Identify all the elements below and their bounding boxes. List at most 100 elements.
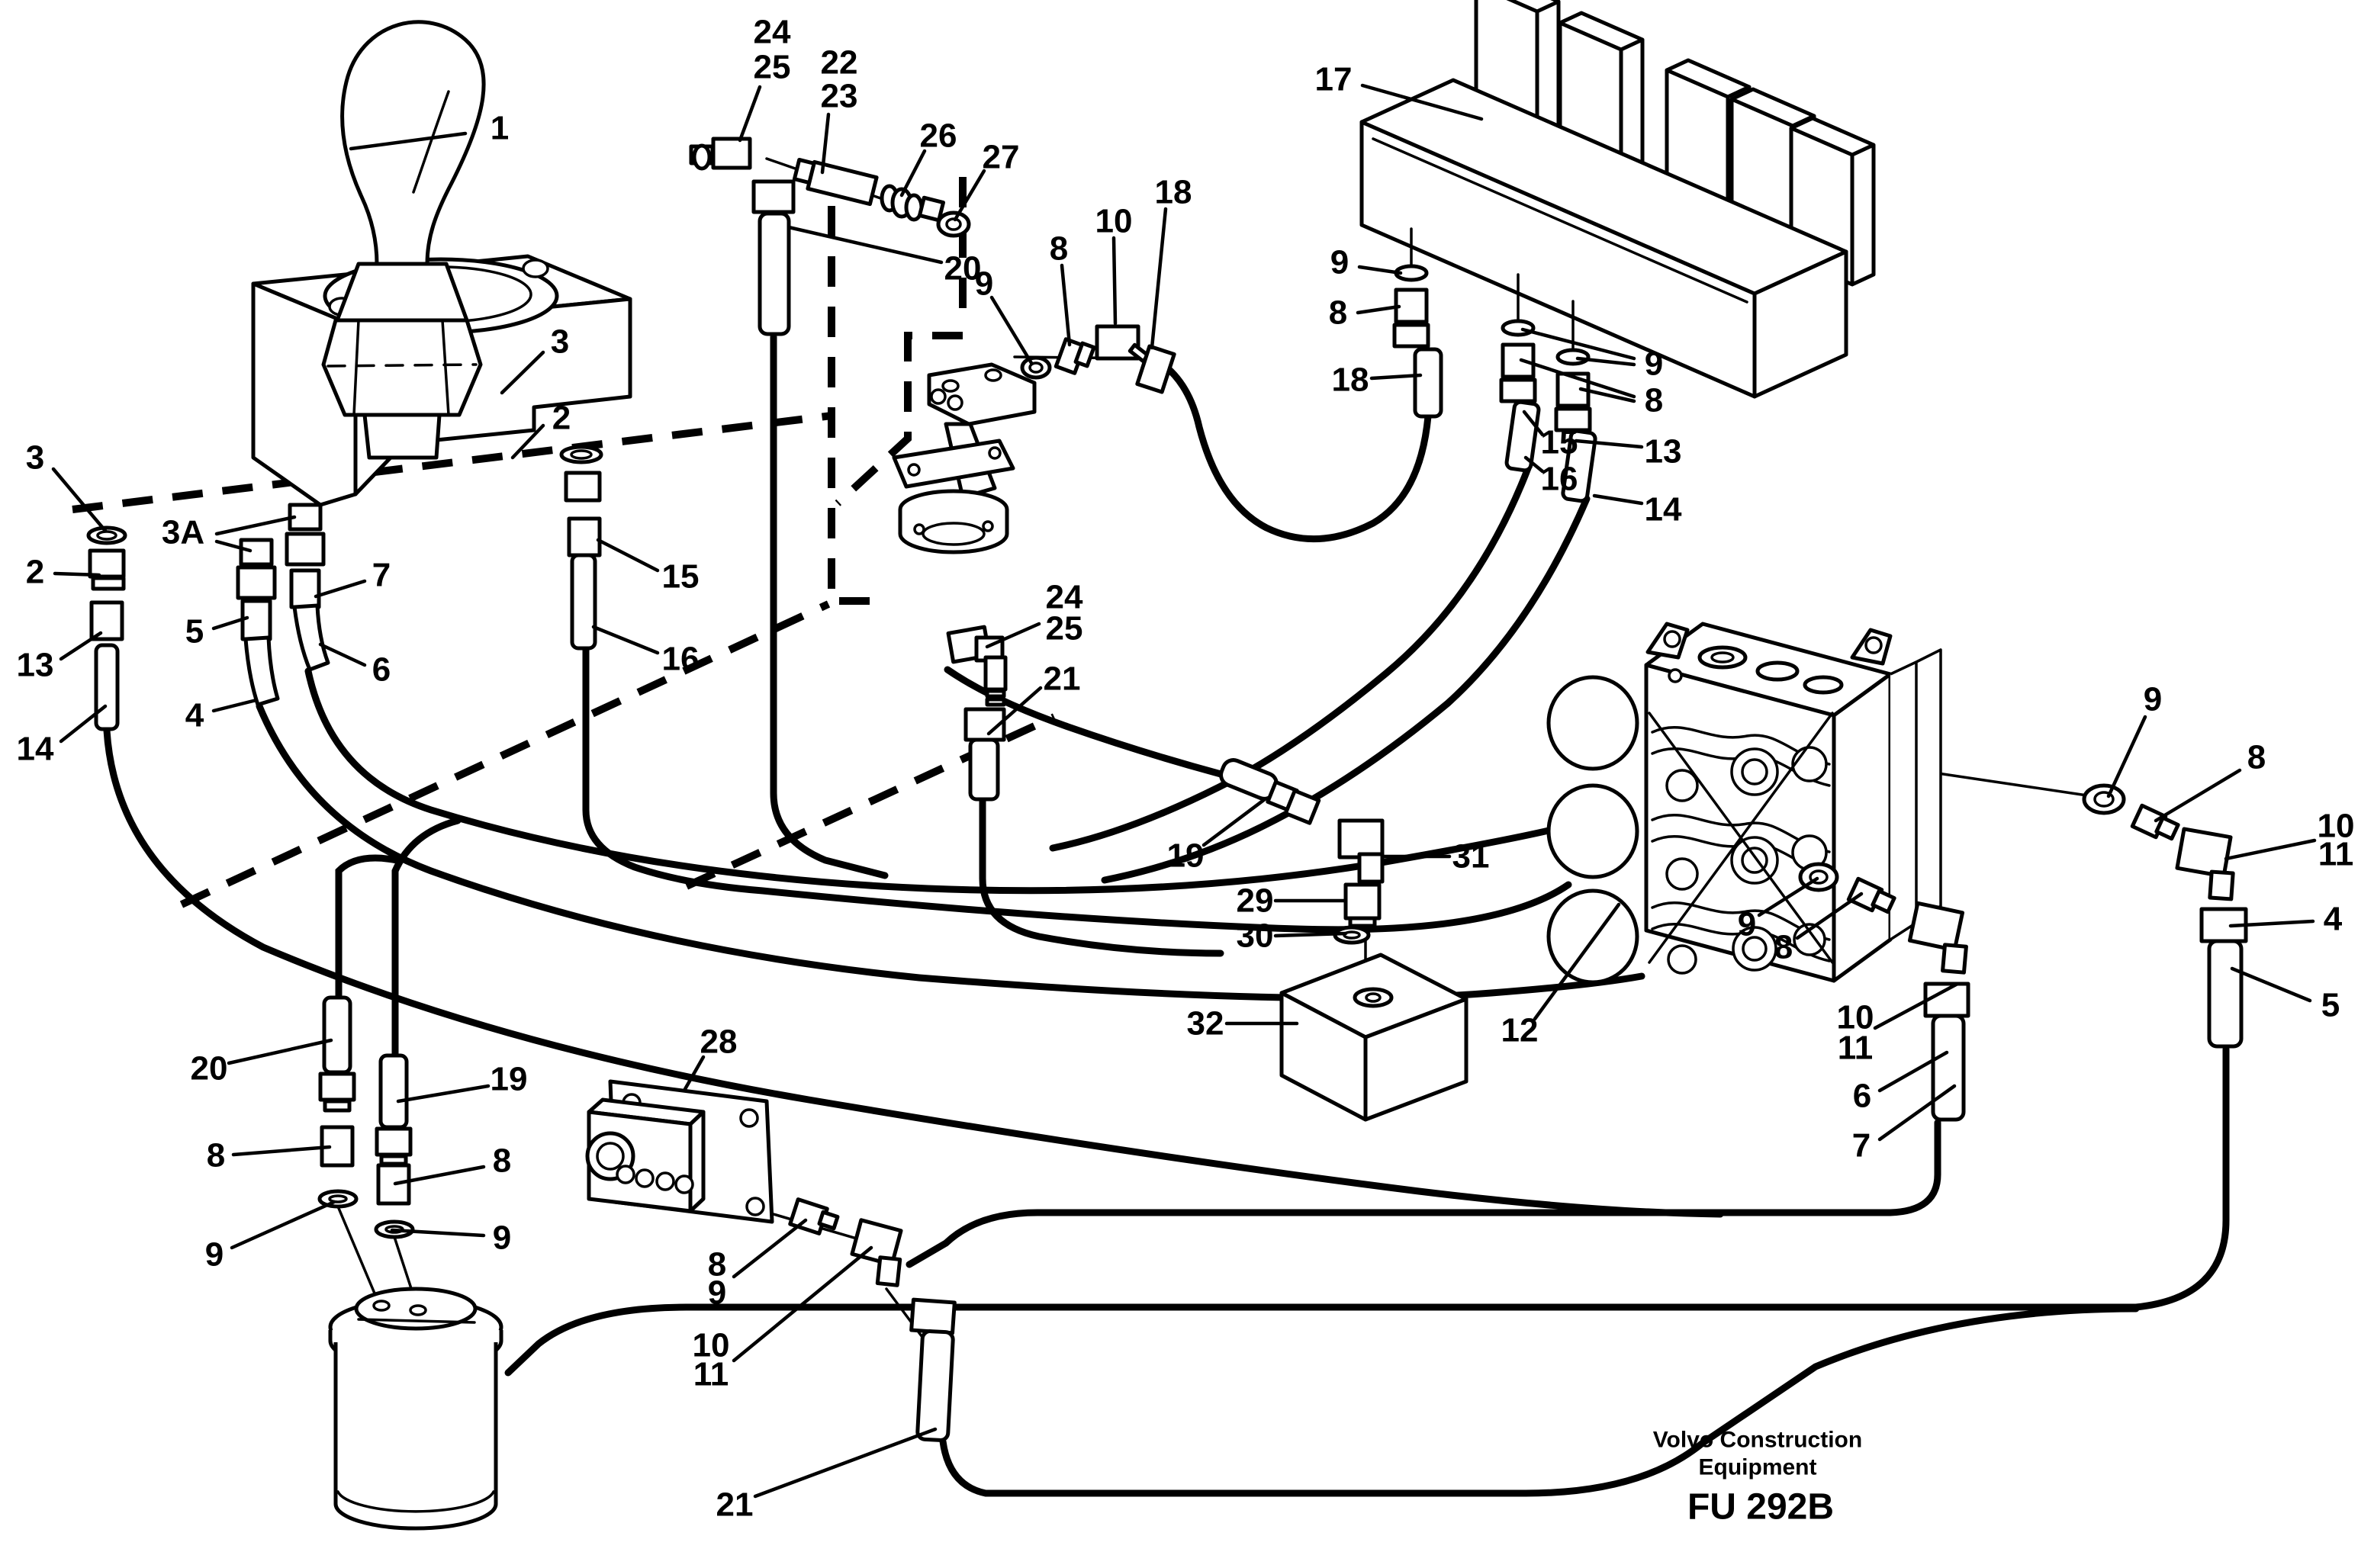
callout-leader-5 [2230,966,2312,1003]
callout-leader-7 [314,579,367,599]
callout-label-24: 24 [1046,579,1083,616]
far-right-fittings [2082,783,2248,1049]
callout-label-10: 10 [1837,999,1874,1036]
callout-leader-26 [899,149,927,198]
callout-leader-28 [683,1055,706,1091]
callout-label-3: 3 [551,323,569,361]
callout-leader-8 [1060,263,1072,347]
callout-leader-18 [1150,207,1168,350]
callout-label-10: 10 [693,1327,730,1364]
branding: Volvo Construction Equipment FU 292B [1653,1428,1862,1528]
callout-leader-11 [732,1245,873,1363]
callout-label-10: 10 [1095,203,1133,240]
callout-label-8: 8 [207,1137,225,1174]
callout-leader-13 [59,631,103,661]
callout-leader-4 [2228,919,2315,928]
callout-label-22: 22 [821,44,858,82]
callout-label-7: 7 [1852,1127,1871,1165]
callout-leader-21 [753,1427,938,1499]
callout-leader-27 [953,169,986,222]
callout-label-6: 6 [372,651,391,689]
callout-leader-11 [2224,838,2317,861]
callout-leader-6 [318,642,367,667]
callout-leader-8 [1519,358,1636,399]
callout-label-19: 19 [1167,837,1205,875]
callout-label-1: 1 [491,110,509,147]
callout-label-9: 9 [1645,345,1663,383]
callout-label-20: 20 [944,250,982,288]
callout-label-9: 9 [2144,681,2162,718]
callout-leader-3 [500,350,545,395]
callout-leader-3A [214,539,253,553]
callout-leader-1 [349,131,468,151]
callout-leader-18 [1369,373,1423,381]
callout-leader-14 [59,704,108,744]
callout-leader-17 [1360,83,1484,121]
callout-leader-9 [1357,265,1403,275]
callout-label-9: 9 [1738,906,1756,943]
callout-label-18: 18 [1155,174,1192,211]
callout-label-2: 2 [26,554,44,591]
callout-leader-20 [227,1038,333,1065]
callout-leader-8 [1578,387,1636,403]
callout-label-2: 2 [552,400,571,437]
brand-line2: Equipment [1699,1455,1817,1480]
callout-leader-21 [986,686,1043,736]
pilot-valve-bank [1359,0,1876,399]
main-control-valve [1546,622,1942,985]
console-dashed-outline [72,177,1057,908]
joystick-boot [321,318,483,417]
callout-leader-9 [989,295,1034,365]
callout-label-14: 14 [17,731,54,768]
callout-leader-13 [1574,439,1644,449]
callout-label-9: 9 [1330,244,1349,281]
callout-leader-9 [230,1200,336,1250]
callout-label-8: 8 [1774,929,1793,966]
callout-label-15: 15 [1541,424,1578,461]
callout-label-8: 8 [493,1142,511,1180]
callout-label-30: 30 [1237,917,1274,955]
swivel-fittings [1020,324,1176,394]
swivel-lower-fittings [946,625,1008,802]
joystick-lever [340,20,486,266]
callout-label-27: 27 [983,139,1020,176]
callout-label-9: 9 [205,1236,224,1274]
callout-label-8: 8 [1329,294,1347,332]
callout-label-16: 16 [1541,461,1578,498]
callout-leader-12 [1533,902,1621,1021]
figure-code: FU 292B [1687,1487,1834,1528]
callout-label-21: 21 [1044,660,1081,698]
callout-label-21: 21 [716,1486,754,1524]
callout-label-31: 31 [1452,838,1490,876]
callout-label-13: 13 [17,647,54,684]
callout-label-25: 25 [754,49,791,86]
callout-label-10: 10 [2318,808,2355,845]
callout-label-3A: 3A [162,514,204,551]
swivel-valve [892,362,1037,554]
callout-label-8: 8 [1645,382,1663,419]
callout-leader-8 [393,1165,486,1186]
top-fitting-train [689,137,971,336]
callout-label-17: 17 [1315,61,1353,98]
callout-leader-14 [1592,493,1644,506]
callout-label-24: 24 [754,14,791,51]
callout-label-23: 23 [821,78,858,115]
valve-bank-posts [1474,0,1876,287]
callout-leader-9 [1575,356,1636,367]
callout-leader-23 [820,112,831,175]
callout-leader-2 [510,423,545,460]
callout-label-9: 9 [708,1274,726,1312]
callout-leader-9 [390,1228,486,1238]
callout-leader-25 [985,622,1041,649]
callout-leader-19 [396,1084,491,1104]
callout-leader-9 [2106,715,2147,798]
callout-label-8: 8 [2247,739,2266,776]
callout-leader-19 [1201,797,1267,847]
callout-label-14: 14 [1645,491,1682,529]
return-filter [328,1287,503,1531]
callout-leader-7 [1877,1084,1957,1142]
callout-label-11: 11 [2318,836,2354,873]
